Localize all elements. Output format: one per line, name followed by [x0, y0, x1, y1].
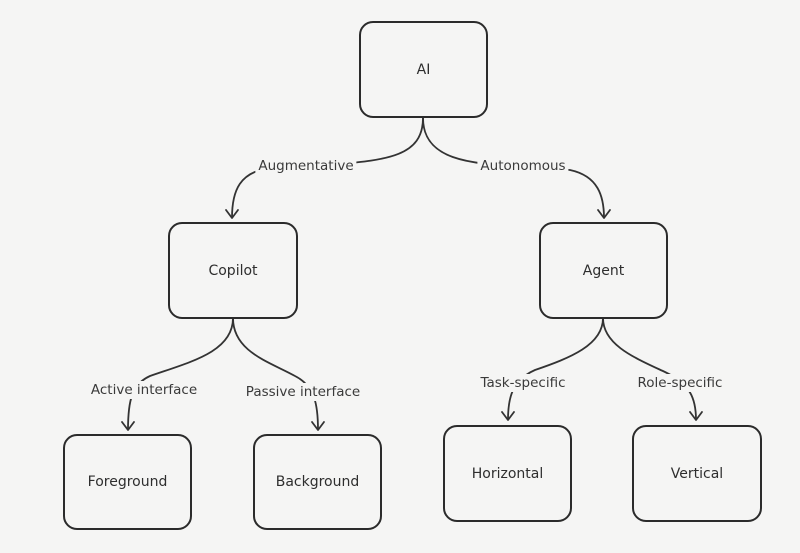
connector-copilot-foreground: [127, 317, 234, 431]
edge-label-task-specific: Task-specific: [477, 374, 569, 392]
connector-copilot-background: [232, 317, 319, 431]
edge-label-augmentative: Augmentative: [255, 157, 357, 175]
arrow-copilot-foreground: [121, 421, 135, 431]
node-agent-label: Agent: [582, 262, 625, 279]
node-foreground-label: Foreground: [87, 474, 168, 490]
edge-label-active-interface: Active interface: [87, 381, 201, 399]
node-copilot-label: Copilot: [208, 262, 258, 279]
node-ai-label: AI: [416, 61, 431, 78]
connector-agent-vertical: [602, 317, 697, 421]
arrow-copilot-background: [311, 421, 325, 431]
node-background[interactable]: Background: [253, 434, 382, 530]
edge-label-passive-interface: Passive interface: [242, 383, 364, 401]
edge-label-autonomous: Autonomous: [477, 157, 569, 175]
node-copilot[interactable]: Copilot: [168, 222, 298, 319]
node-vertical[interactable]: Vertical: [632, 425, 762, 522]
arrow-agent-horizontal: [501, 411, 515, 421]
arrow-ai-agent: [597, 209, 611, 219]
node-horizontal-label: Horizontal: [471, 465, 544, 482]
node-foreground[interactable]: Foreground: [63, 434, 192, 530]
edge-label-role-specific: Role-specific: [634, 374, 726, 392]
node-vertical-label: Vertical: [670, 465, 724, 482]
arrow-agent-vertical: [689, 411, 703, 421]
connector-agent-horizontal: [507, 317, 604, 421]
arrow-ai-copilot: [225, 209, 239, 219]
node-ai[interactable]: AI: [359, 21, 488, 118]
node-horizontal[interactable]: Horizontal: [443, 425, 572, 522]
node-background-label: Background: [275, 474, 360, 490]
node-agent[interactable]: Agent: [539, 222, 668, 319]
